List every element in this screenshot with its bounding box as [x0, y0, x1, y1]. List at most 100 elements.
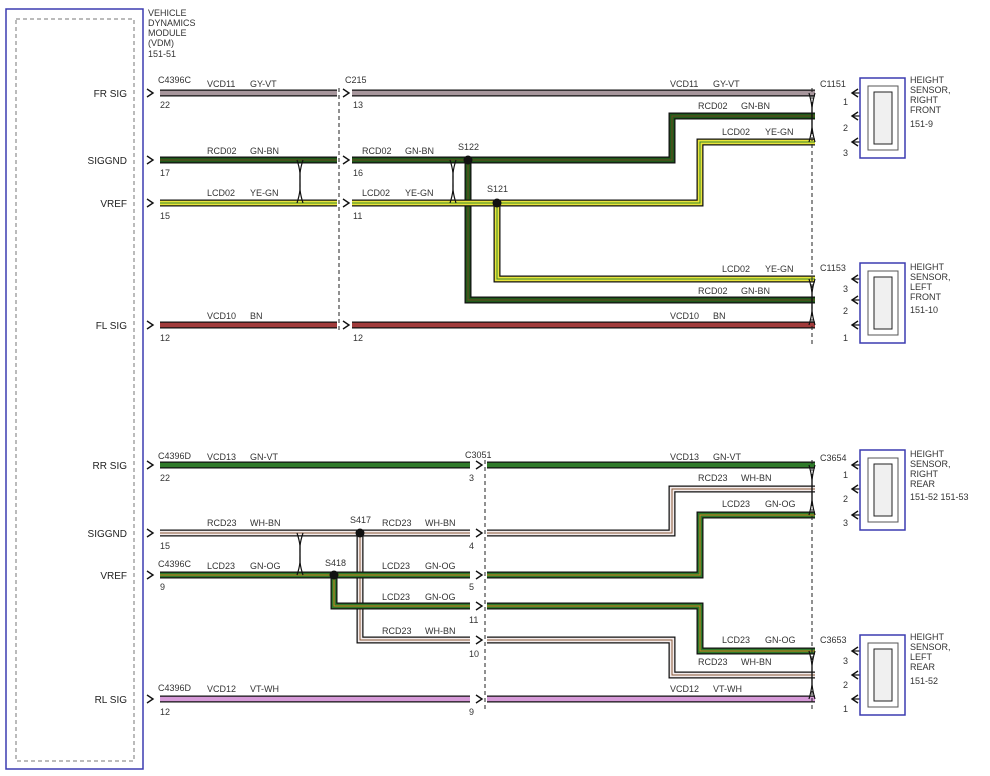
wire-color-label: GN-BN [405, 146, 434, 156]
wire-geometry [146, 77, 906, 716]
connector-label-c4396c: C4396C [158, 559, 192, 569]
wire-lcd23-c-stripe [333, 575, 470, 607]
twist-c215-front-b [449, 159, 457, 204]
vdm-module-box [5, 8, 144, 770]
c3051-pin-number: 3 [469, 473, 474, 483]
c3051-pin-arrow [475, 570, 484, 580]
c3051-pin-arrow [475, 694, 484, 704]
sensor-lr-ref: 151-52 [910, 676, 938, 686]
twist-c3653-b [808, 650, 816, 700]
wire-color-label: WH-BN [425, 626, 456, 636]
module-name-line-4: (VDM) [148, 38, 174, 48]
module-pin-number: 12 [160, 707, 170, 717]
wire-rcd02-b-stripe [352, 115, 815, 161]
wire-circuit-label: LCD02 [722, 127, 750, 137]
wire-circuit-label: RCD23 [207, 518, 237, 528]
wire-lcd23-b-stripe [487, 514, 815, 576]
connector-label-c4396c: C4396C [158, 75, 192, 85]
wire-circuit-label: RCD02 [362, 146, 392, 156]
module-pin-arrow [146, 155, 155, 165]
sensor-pin-number: 2 [843, 306, 848, 316]
wire-circuit-label: RCD02 [207, 146, 237, 156]
module-pin-arrow [146, 570, 155, 580]
wire-rcd23-b-stripe [487, 488, 815, 534]
module-name-line-2: DYNAMICS [148, 18, 196, 28]
wire-circuit-label: LCD23 [382, 592, 410, 602]
sensor-pin-number: 1 [843, 333, 848, 343]
module-pin-arrow [146, 198, 155, 208]
wire-color-label: GN-BN [741, 101, 770, 111]
wire-rcd23-b-outline [487, 485, 815, 537]
sensor-rf-line-1: HEIGHT [910, 75, 945, 85]
wire-lcd02-lf-stripe [496, 203, 815, 280]
wire-rcd23-c [357, 533, 470, 643]
splice-s122-dot [463, 155, 473, 165]
wire-circuit-label: VCD12 [670, 684, 699, 694]
pin-label-rr-sig: RR SIG [93, 461, 128, 472]
wire-color-label: GN-OG [425, 561, 456, 571]
sensor-rr-line-2: SENSOR, [910, 459, 951, 469]
c3051-pin-number: 5 [469, 582, 474, 592]
wire-circuit-label: LCD02 [207, 188, 235, 198]
sensor-right-rear-core [873, 463, 893, 517]
wire-circuit-label: RCD23 [382, 518, 412, 528]
wire-circuit-label: VCD13 [670, 452, 699, 462]
sensor-pin-number: 2 [843, 123, 848, 133]
wire-circuit-label: LCD23 [722, 499, 750, 509]
wire-circuit-label: VCD13 [207, 452, 236, 462]
wire-color-label: GN-OG [765, 499, 796, 509]
module-pin-arrow [146, 460, 155, 470]
wire-lcd23-b [487, 512, 815, 578]
sensor-rf-line-4: FRONT [910, 105, 941, 115]
module-pin-arrow [146, 320, 155, 330]
twist-c3654-b [808, 464, 816, 516]
pin-label-vref-rear: VREF [100, 571, 127, 582]
sensor-pin-number: 3 [843, 656, 848, 666]
splice-label-s122: S122 [458, 142, 479, 152]
sensor-pin-number: 3 [843, 518, 848, 528]
wire-rcd23-c-stripe [359, 533, 470, 641]
splice-label-s418: S418 [325, 558, 346, 568]
module-pin-arrow [146, 694, 155, 704]
wire-color-label: BN [713, 311, 726, 321]
wire-circuit-label: LCD02 [722, 264, 750, 274]
module-pin-number: 22 [160, 100, 170, 110]
sensor-rr-ref: 151-52 151-53 [910, 492, 969, 502]
sensor-lr-line-1: HEIGHT [910, 632, 945, 642]
c3051-pin-arrow [475, 601, 484, 611]
splice-s121-dot [492, 198, 502, 208]
module-pin-arrow [146, 528, 155, 538]
c215-pin-number: 13 [353, 100, 363, 110]
twist-vdm-front-b [296, 159, 304, 204]
wire-color-label: WH-BN [741, 473, 772, 483]
sensor-lf-ref: 151-10 [910, 305, 938, 315]
connector-label-c1151: C1151 [820, 79, 846, 89]
sensor-pin-number: 1 [843, 704, 848, 714]
wire-rcd23-c-outline [356, 533, 470, 644]
wire-circuit-label: VCD10 [207, 311, 236, 321]
pin-label-fl-sig: FL SIG [96, 321, 128, 332]
sensor-lr-line-3: LEFT [910, 652, 933, 662]
twist-c1151-b [808, 92, 816, 143]
wire-color-label: GY-VT [713, 79, 740, 89]
connector-label-c215: C215 [345, 75, 367, 85]
wire-color-label: WH-BN [741, 657, 772, 667]
c215-pin-arrow [342, 155, 351, 165]
sensor-lf-line-2: SENSOR, [910, 272, 951, 282]
sensor-lf-line-4: FRONT [910, 292, 941, 302]
sensor-left-rear-core [873, 648, 893, 702]
module-name-line-3: MODULE [148, 28, 187, 38]
wire-lcd02-b-stripe [352, 141, 815, 204]
splice-label-s417: S417 [350, 515, 371, 525]
sensor-right-front-core [873, 91, 893, 145]
pin-label-fr-sig: FR SIG [94, 89, 128, 100]
wire-color-label: GN-OG [765, 635, 796, 645]
c215-pin-number: 16 [353, 168, 363, 178]
wire-color-label: VT-WH [250, 684, 279, 694]
pin-label-vref-front: VREF [100, 199, 127, 210]
c3051-pin-number: 4 [469, 541, 474, 551]
wire-circuit-label: VCD12 [207, 684, 236, 694]
sensor-left-front-core [873, 276, 893, 330]
